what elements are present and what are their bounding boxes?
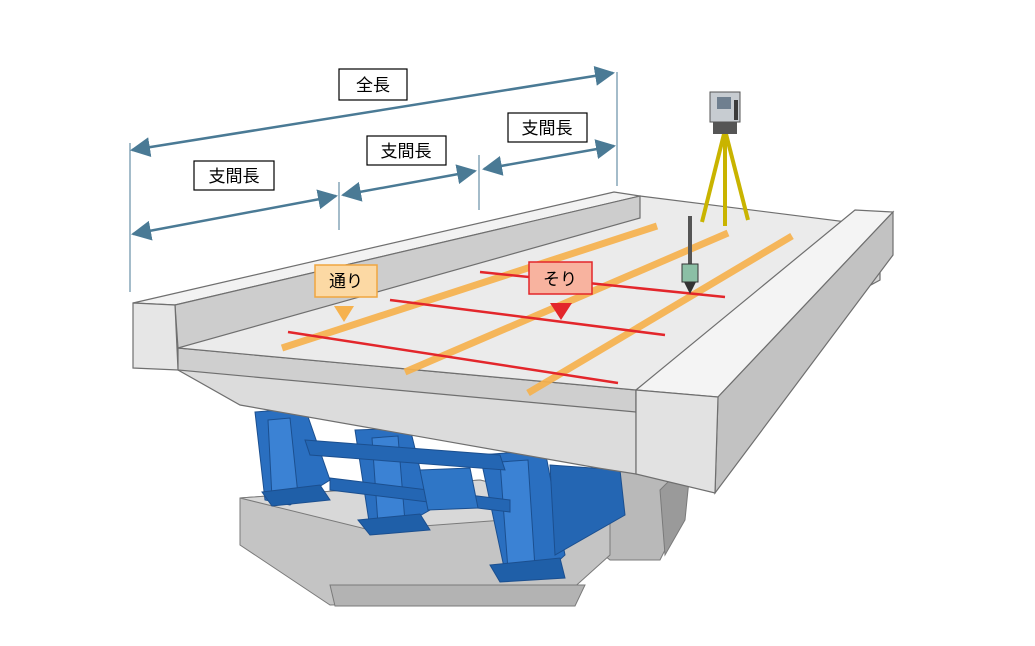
svg-text:支間長: 支間長 — [522, 119, 573, 139]
svg-text:通り: 通り — [329, 272, 363, 292]
total-station-icon — [700, 91, 750, 226]
span-length-arrow-2 — [341, 164, 477, 202]
left-parapet — [132, 191, 641, 371]
dimension-extension-lines — [129, 72, 618, 292]
svg-text:そり: そり — [543, 270, 577, 290]
alignment-lines — [280, 222, 794, 397]
camber-lines — [287, 270, 726, 385]
alignment-label: 通り — [314, 264, 378, 322]
span-length-label-3: 支間長 — [507, 112, 588, 143]
svg-text:全長: 全長 — [356, 76, 390, 96]
overall-length-label: 全長 — [338, 68, 408, 101]
span-length-arrow-3 — [482, 139, 616, 176]
camber-label: そり — [528, 261, 593, 320]
camber-marker-icon — [550, 303, 572, 320]
right-parapet — [634, 209, 895, 495]
alignment-line-1 — [280, 222, 659, 352]
camber-line-1 — [287, 330, 619, 385]
span-length-label-2: 支間長 — [366, 135, 447, 166]
overall-length-arrow — [130, 65, 615, 158]
svg-text:支間長: 支間長 — [381, 142, 432, 162]
camber-line-2 — [389, 298, 666, 337]
span-length-arrow-1 — [131, 189, 338, 241]
alignment-line-3 — [526, 232, 794, 397]
alignment-marker-icon — [334, 306, 354, 322]
prism-pole — [681, 216, 699, 294]
dimension-arrows — [130, 65, 616, 241]
alignment-line-2 — [403, 229, 730, 376]
svg-text:支間長: 支間長 — [209, 167, 260, 187]
span-length-label-1: 支間長 — [193, 160, 275, 191]
camber-line-3 — [479, 270, 726, 299]
